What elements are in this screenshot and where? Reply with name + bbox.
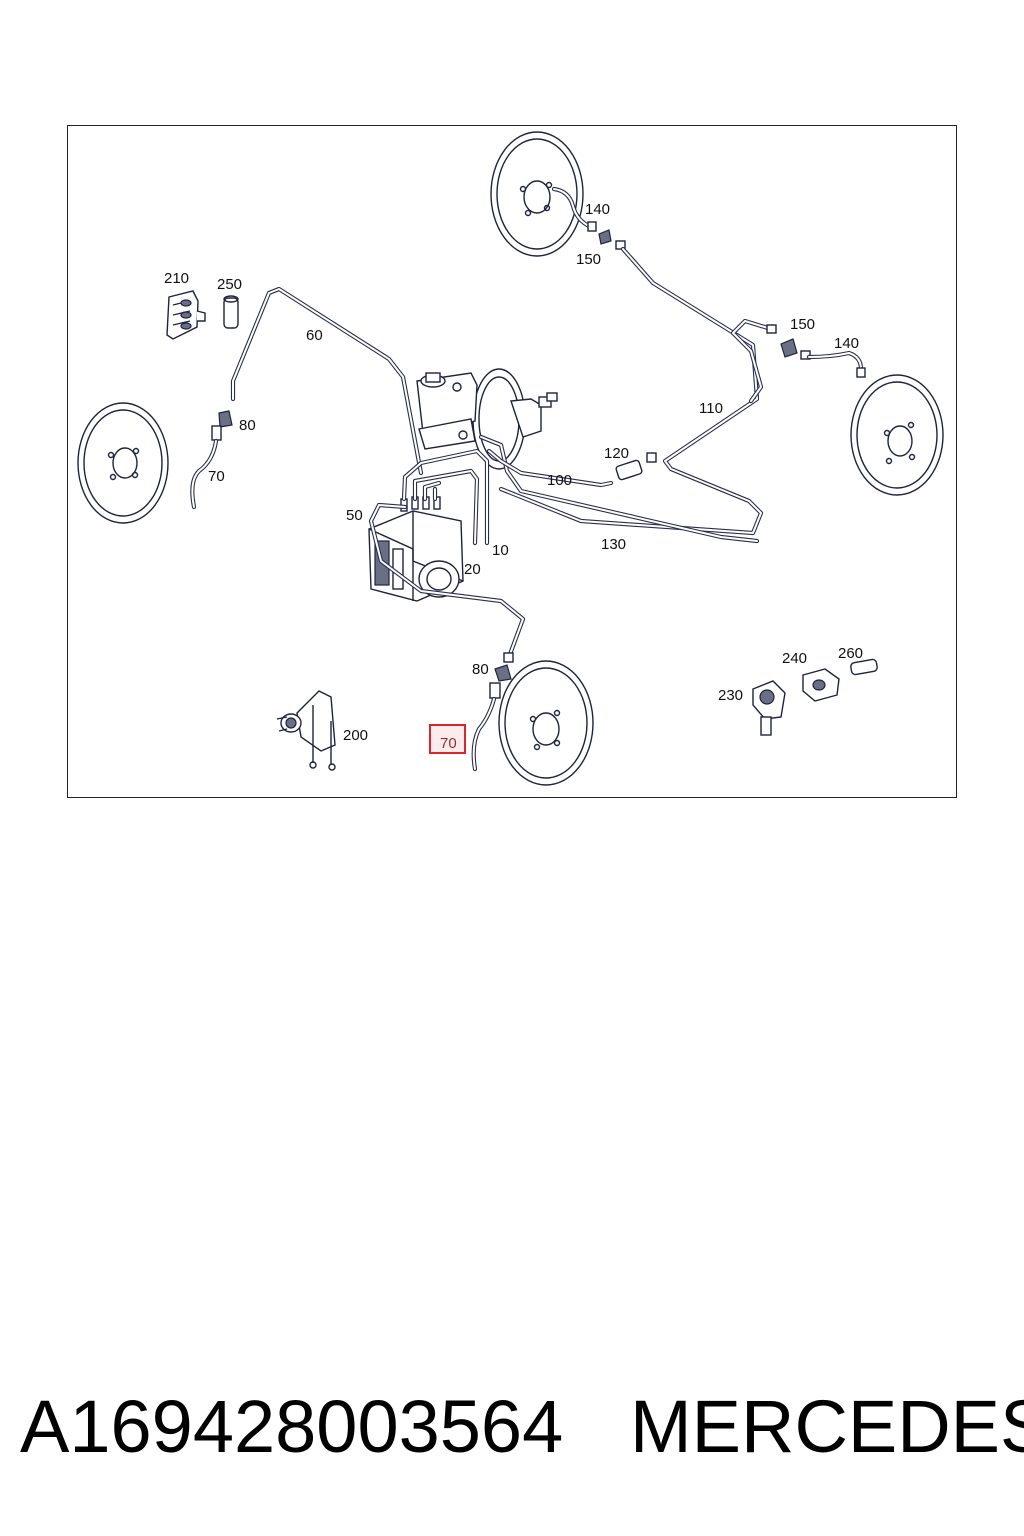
callout-200: 200: [343, 727, 368, 744]
bracket-80-bottom: [494, 664, 512, 682]
callout-120: 120: [604, 445, 629, 462]
brake-disc-top: [490, 131, 584, 257]
brake-line-100: [486, 448, 614, 488]
callout-20: 20: [464, 561, 481, 578]
master-cylinder: [416, 372, 478, 450]
brake-hose-140-right: [800, 350, 866, 378]
bracket-150-right: [780, 338, 798, 358]
brake-line-150-right: [730, 318, 777, 404]
callout-130: 130: [601, 536, 626, 553]
callout-210: 210: [164, 270, 189, 287]
brake-disc-left: [77, 402, 169, 524]
brake-hose-70-left: [190, 425, 222, 510]
parts-diagram-frame: 140 150 210 250 60 150 140 80 70 110 120…: [67, 125, 957, 798]
callout-10: 10: [492, 542, 509, 559]
callout-60: 60: [306, 327, 323, 344]
brake-booster: [472, 368, 558, 470]
brake-line-50: [368, 502, 526, 663]
callout-250: 250: [217, 276, 242, 293]
callout-150-right: 150: [790, 316, 815, 333]
brake-line-130: [478, 434, 760, 544]
callout-150-top: 150: [576, 251, 601, 268]
callout-80-bottom: 80: [472, 661, 489, 678]
brand-name: MERCEDES: [630, 1385, 1024, 1468]
brake-hose-70-bottom: [471, 682, 501, 772]
callout-80-left: 80: [239, 417, 256, 434]
highlight-box: [429, 724, 466, 754]
part-200: [276, 690, 336, 771]
part-230: [752, 680, 786, 736]
callout-140-top: 140: [585, 201, 610, 218]
brake-disc-bottom: [498, 660, 594, 786]
caption-bar: A169428003564 MERCEDES: [0, 1372, 1024, 1482]
connector-120: [615, 452, 657, 481]
part-240: [802, 668, 840, 702]
bracket-80-left: [218, 410, 233, 428]
highlighted-callout-70: 70: [429, 724, 466, 754]
brake-line-60: [230, 286, 424, 476]
part-number: A169428003564: [20, 1385, 564, 1468]
callout-70-highlight: 70: [440, 735, 457, 752]
callout-230: 230: [718, 687, 743, 704]
brake-hose-140-top: [551, 186, 597, 232]
brake-disc-right: [850, 374, 944, 496]
callout-260: 260: [838, 645, 863, 662]
brake-system-diagram: 140 150 210 250 60 150 140 80 70 110 120…: [77, 131, 944, 786]
callout-140-right: 140: [834, 335, 859, 352]
callout-50: 50: [346, 507, 363, 524]
bracket-150-top: [598, 229, 626, 250]
part-210: [166, 290, 206, 340]
callout-110: 110: [699, 400, 723, 417]
callout-100: 100: [547, 472, 572, 489]
brake-lines-10-20: [401, 448, 490, 546]
part-260: [850, 658, 878, 676]
callout-70-left: 70: [208, 468, 225, 485]
callout-240: 240: [782, 650, 807, 667]
brake-line-110: [498, 246, 764, 536]
part-250: [223, 295, 239, 329]
